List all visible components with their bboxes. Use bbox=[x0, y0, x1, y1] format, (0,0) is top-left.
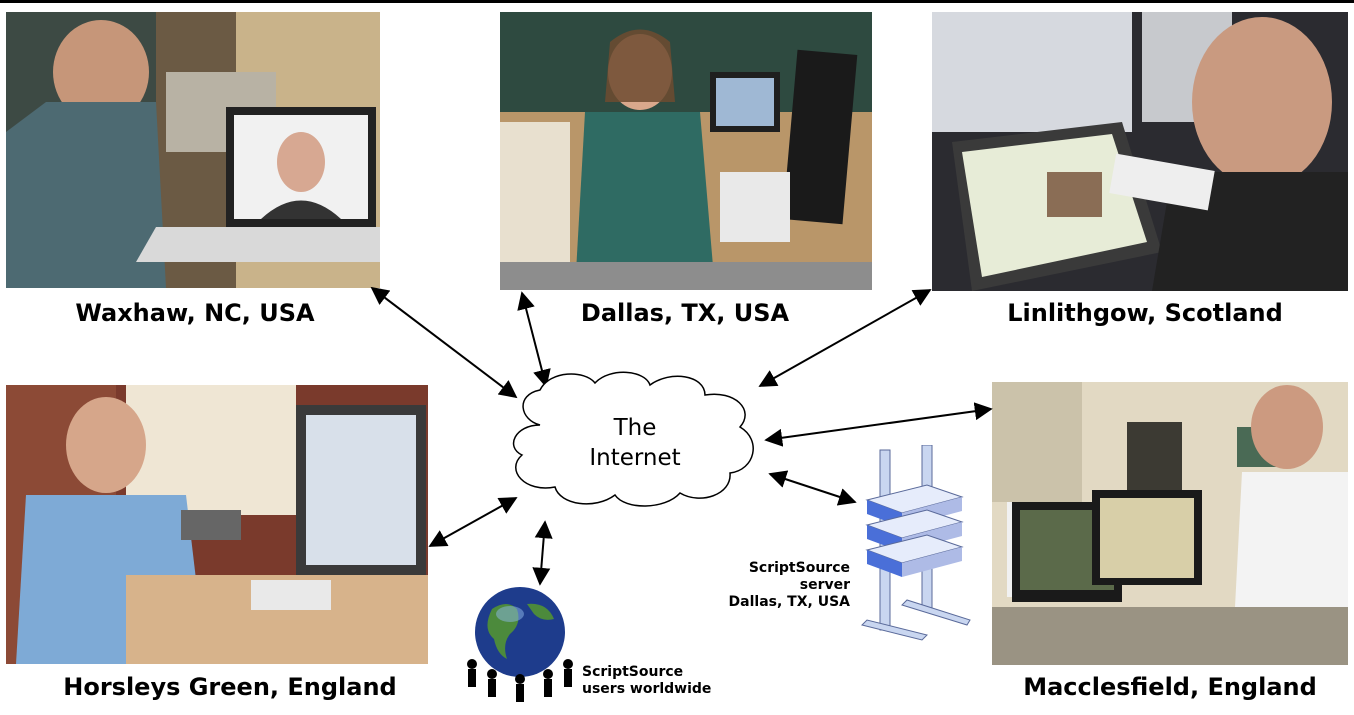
label-horsleys-green: Horsleys Green, England bbox=[63, 673, 397, 701]
label-macclesfield: Macclesfield, England bbox=[1023, 673, 1317, 701]
server-rack-icon bbox=[861, 445, 971, 641]
label-waxhaw: Waxhaw, NC, USA bbox=[75, 299, 315, 327]
arrow-server bbox=[768, 470, 857, 506]
arrow-macclesfield bbox=[764, 402, 993, 447]
cloud-label: The Internet bbox=[500, 413, 770, 473]
arrow-dallas bbox=[517, 291, 551, 388]
cloud-label-line1: The bbox=[613, 415, 657, 441]
photo-horsleys-green bbox=[6, 385, 428, 664]
label-users: ScriptSource users worldwide bbox=[582, 664, 752, 698]
server-label-line3: Dallas, TX, USA bbox=[728, 594, 850, 610]
globe-users-icon bbox=[467, 587, 573, 702]
label-linlithgow: Linlithgow, Scotland bbox=[1007, 299, 1283, 327]
arrow-waxhaw bbox=[370, 286, 518, 399]
server-label-line1: ScriptSource bbox=[748, 560, 850, 576]
users-label-line2: users worldwide bbox=[582, 681, 712, 697]
label-server: ScriptSource server Dallas, TX, USA bbox=[700, 560, 850, 611]
photo-linlithgow bbox=[932, 12, 1348, 291]
photo-waxhaw bbox=[6, 12, 380, 288]
arrow-linlithgow bbox=[758, 289, 932, 387]
photo-macclesfield bbox=[992, 382, 1348, 665]
server-label-line2: server bbox=[799, 577, 850, 593]
label-dallas: Dallas, TX, USA bbox=[580, 299, 790, 327]
cloud-label-line2: Internet bbox=[589, 445, 681, 471]
top-rule bbox=[0, 0, 1354, 3]
arrow-users bbox=[532, 520, 553, 586]
photo-dallas bbox=[500, 12, 872, 290]
internet-cloud bbox=[512, 371, 754, 507]
arrow-horsleys bbox=[428, 497, 518, 547]
users-label-line1: ScriptSource bbox=[582, 664, 684, 680]
